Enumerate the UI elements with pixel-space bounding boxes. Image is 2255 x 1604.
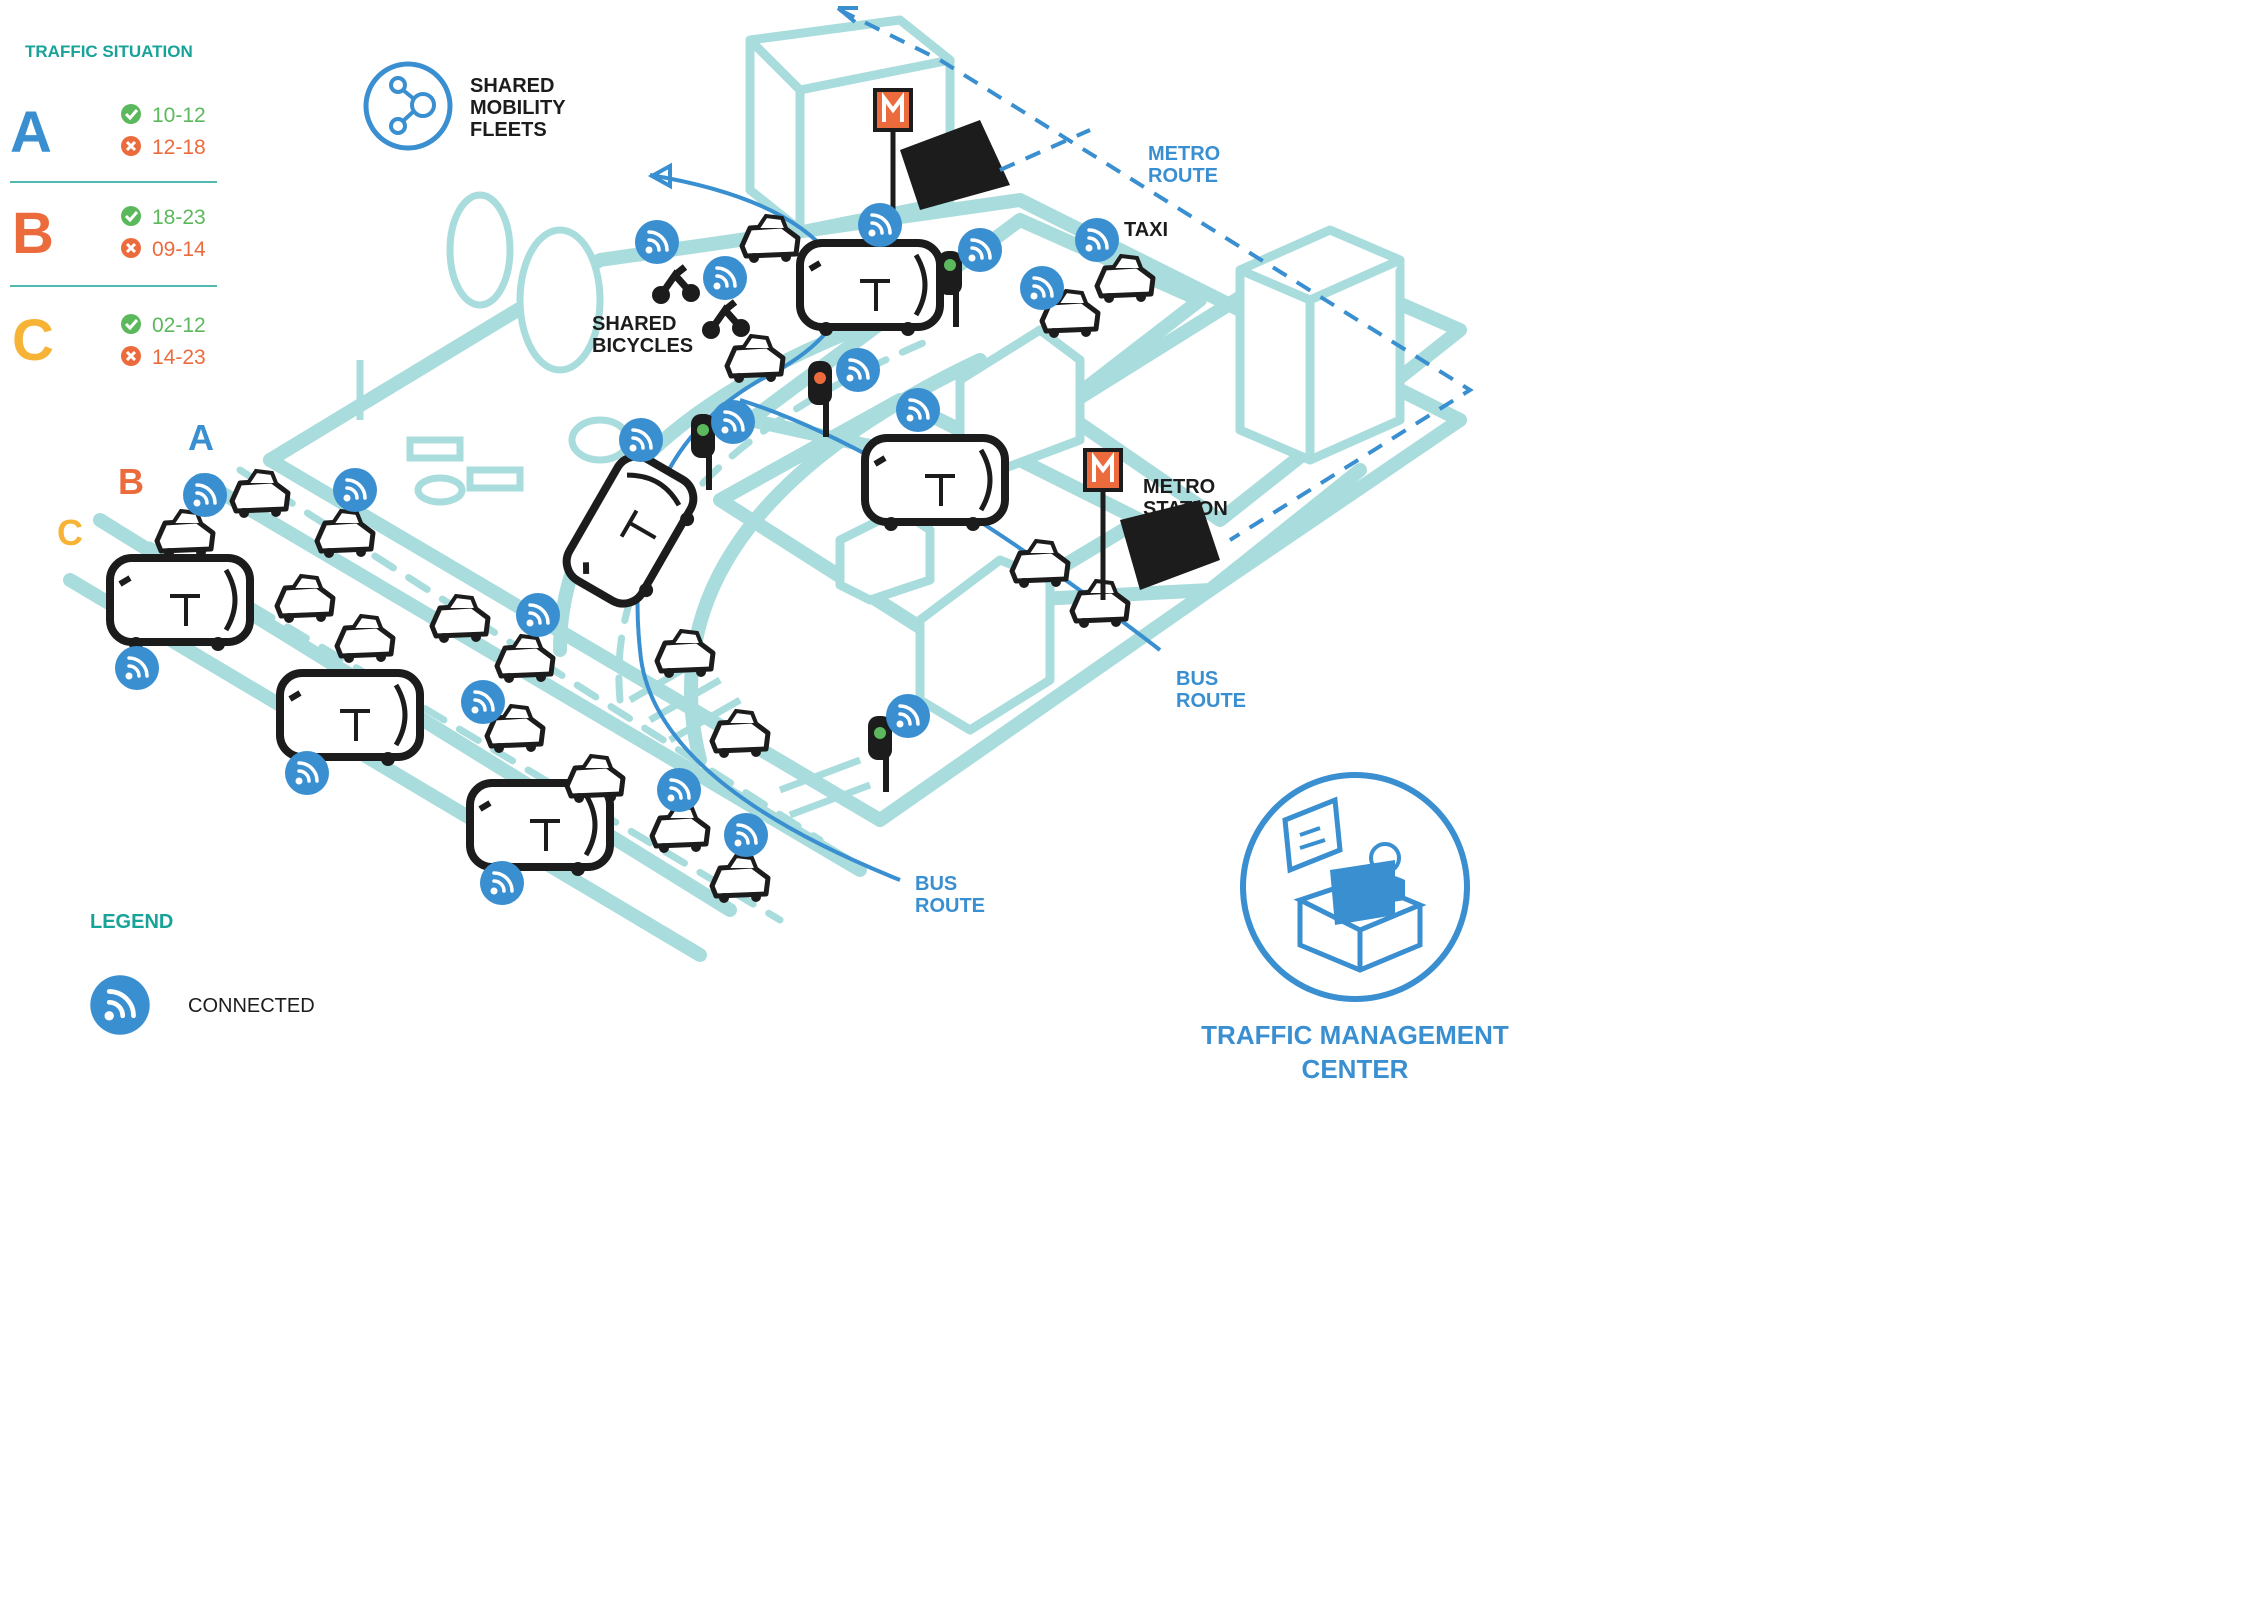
wifi-connected-icon xyxy=(113,644,161,692)
check-circle-icon xyxy=(121,314,141,334)
metro-route-label: ROUTE xyxy=(1148,165,1218,187)
bus-route-label: BUS xyxy=(1176,668,1218,690)
wifi-connected-icon xyxy=(884,692,932,740)
metro-station-label: STATION xyxy=(1143,498,1228,520)
car xyxy=(232,471,288,518)
check-circle-icon xyxy=(121,104,141,124)
car xyxy=(727,336,783,383)
wifi-connected-icon xyxy=(478,859,526,907)
bus-route-label: ROUTE xyxy=(915,895,985,917)
traffic-situation-panel: TRAFFIC SITUATION A 10-12 12-18 B 18-23 … xyxy=(10,42,217,373)
car xyxy=(567,756,623,803)
car xyxy=(652,806,708,853)
car xyxy=(277,576,333,623)
situation-c-bad: 14-23 xyxy=(152,346,206,369)
wifi-connected-icon xyxy=(894,386,942,434)
metro-sign-icon xyxy=(1085,450,1121,600)
traffic-lights xyxy=(691,251,962,792)
lane-label-c: C xyxy=(57,512,83,553)
situation-a-bad: 12-18 xyxy=(152,136,206,159)
shared-bicycles-label: BICYCLES xyxy=(592,335,693,357)
wifi-connected-icon xyxy=(856,201,904,249)
bus xyxy=(800,243,940,336)
traffic-situation-title: TRAFFIC SITUATION xyxy=(25,42,193,61)
wifi-connected-icon xyxy=(722,811,770,859)
metro-route-label: METRO xyxy=(1148,143,1220,165)
wifi-connected-icon xyxy=(655,766,703,814)
shared-bicycles-label: SHARED xyxy=(592,313,676,335)
shared-bicycle xyxy=(652,267,700,304)
car xyxy=(497,636,553,683)
wifi-connected-icon xyxy=(90,975,149,1034)
wifi-connected-icon xyxy=(617,416,665,464)
wifi-connected-icon xyxy=(1018,264,1066,312)
situation-letter-a: A xyxy=(10,100,52,165)
shared-mobility-label: FLEETS xyxy=(470,119,547,141)
situation-letter-b: B xyxy=(12,201,54,266)
wifi-connected-icon xyxy=(459,678,507,726)
traffic-center-label: CENTER xyxy=(1302,1054,1409,1084)
lane-label-b: B xyxy=(118,461,144,502)
wifi-connected-icon xyxy=(181,471,229,519)
situation-letter-c: C xyxy=(12,308,54,373)
wifi-connected-icon xyxy=(701,254,749,302)
taxi-label: TAXI xyxy=(1124,219,1168,241)
bus xyxy=(865,438,1005,531)
metro-route-line xyxy=(839,8,1474,542)
operator-icon xyxy=(1240,772,1470,1002)
car xyxy=(657,631,713,678)
legend-connected-label: CONNECTED xyxy=(188,995,315,1017)
wifi-connected-icon xyxy=(709,398,757,446)
wifi-connected-icon xyxy=(1073,216,1121,264)
wifi-connected-icon xyxy=(633,218,681,266)
shared-mobility-label: MOBILITY xyxy=(470,97,566,119)
car xyxy=(157,511,213,558)
situation-a-ok: 10-12 xyxy=(152,104,206,127)
metro-route-line-2 xyxy=(999,128,1091,172)
wifi-connected-icon xyxy=(956,226,1004,274)
car xyxy=(432,596,488,643)
car xyxy=(712,856,768,903)
traffic-center-label: TRAFFIC MANAGEMENT xyxy=(1201,1020,1509,1050)
share-network-icon xyxy=(363,61,453,151)
legend: LEGEND CONNECTED xyxy=(90,911,315,1035)
bus-route-label: ROUTE xyxy=(1176,690,1246,712)
shared-bicycle xyxy=(702,302,750,339)
wifi-connected-icon xyxy=(283,749,331,797)
car xyxy=(337,616,393,663)
bus xyxy=(559,448,710,616)
bus-route-label: BUS xyxy=(915,873,957,895)
legend-title: LEGEND xyxy=(90,911,173,933)
situation-b-ok: 18-23 xyxy=(152,206,206,229)
shared-mobility-label: SHARED xyxy=(470,75,554,97)
scene-labels: SHARED MOBILITY FLEETS SHARED BICYCLES M… xyxy=(470,75,1509,1084)
wifi-connected-icon xyxy=(331,466,379,514)
wifi-connected-icon xyxy=(514,591,562,639)
situation-b-bad: 09-14 xyxy=(152,238,206,261)
metro-station-label: METRO xyxy=(1143,476,1215,498)
bus xyxy=(110,558,250,651)
lane-label-a: A xyxy=(188,417,214,458)
situation-c-ok: 02-12 xyxy=(152,314,206,337)
wifi-connected-icon xyxy=(834,346,882,394)
check-circle-icon xyxy=(121,206,141,226)
